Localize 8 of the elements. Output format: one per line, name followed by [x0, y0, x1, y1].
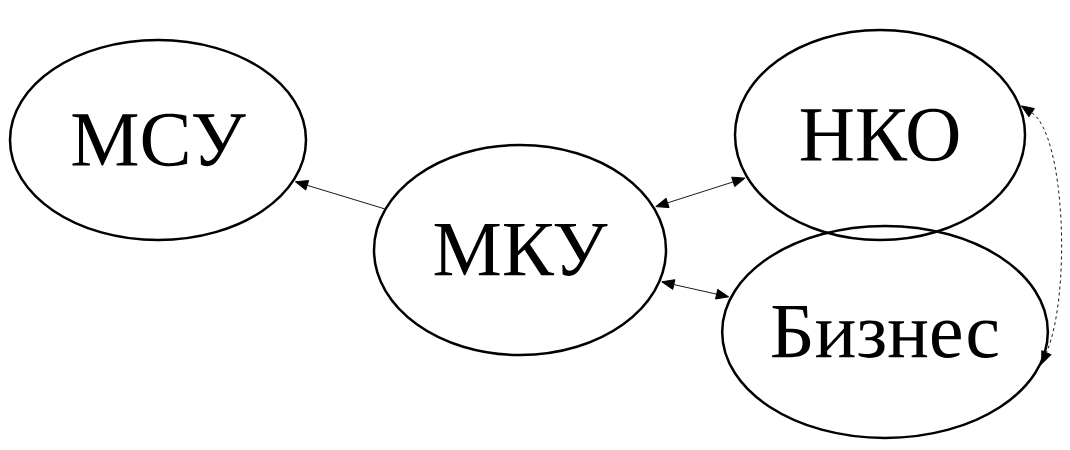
ellipse-node: МСУ	[8, 38, 308, 242]
arrow	[661, 279, 730, 300]
arrow	[294, 180, 385, 210]
ellipse-node: Бизнес	[720, 224, 1050, 440]
arrow	[1020, 105, 1063, 365]
ellipse-node: НКО	[733, 28, 1027, 242]
arrow	[655, 176, 746, 209]
ellipse-node: МКУ	[372, 143, 668, 357]
